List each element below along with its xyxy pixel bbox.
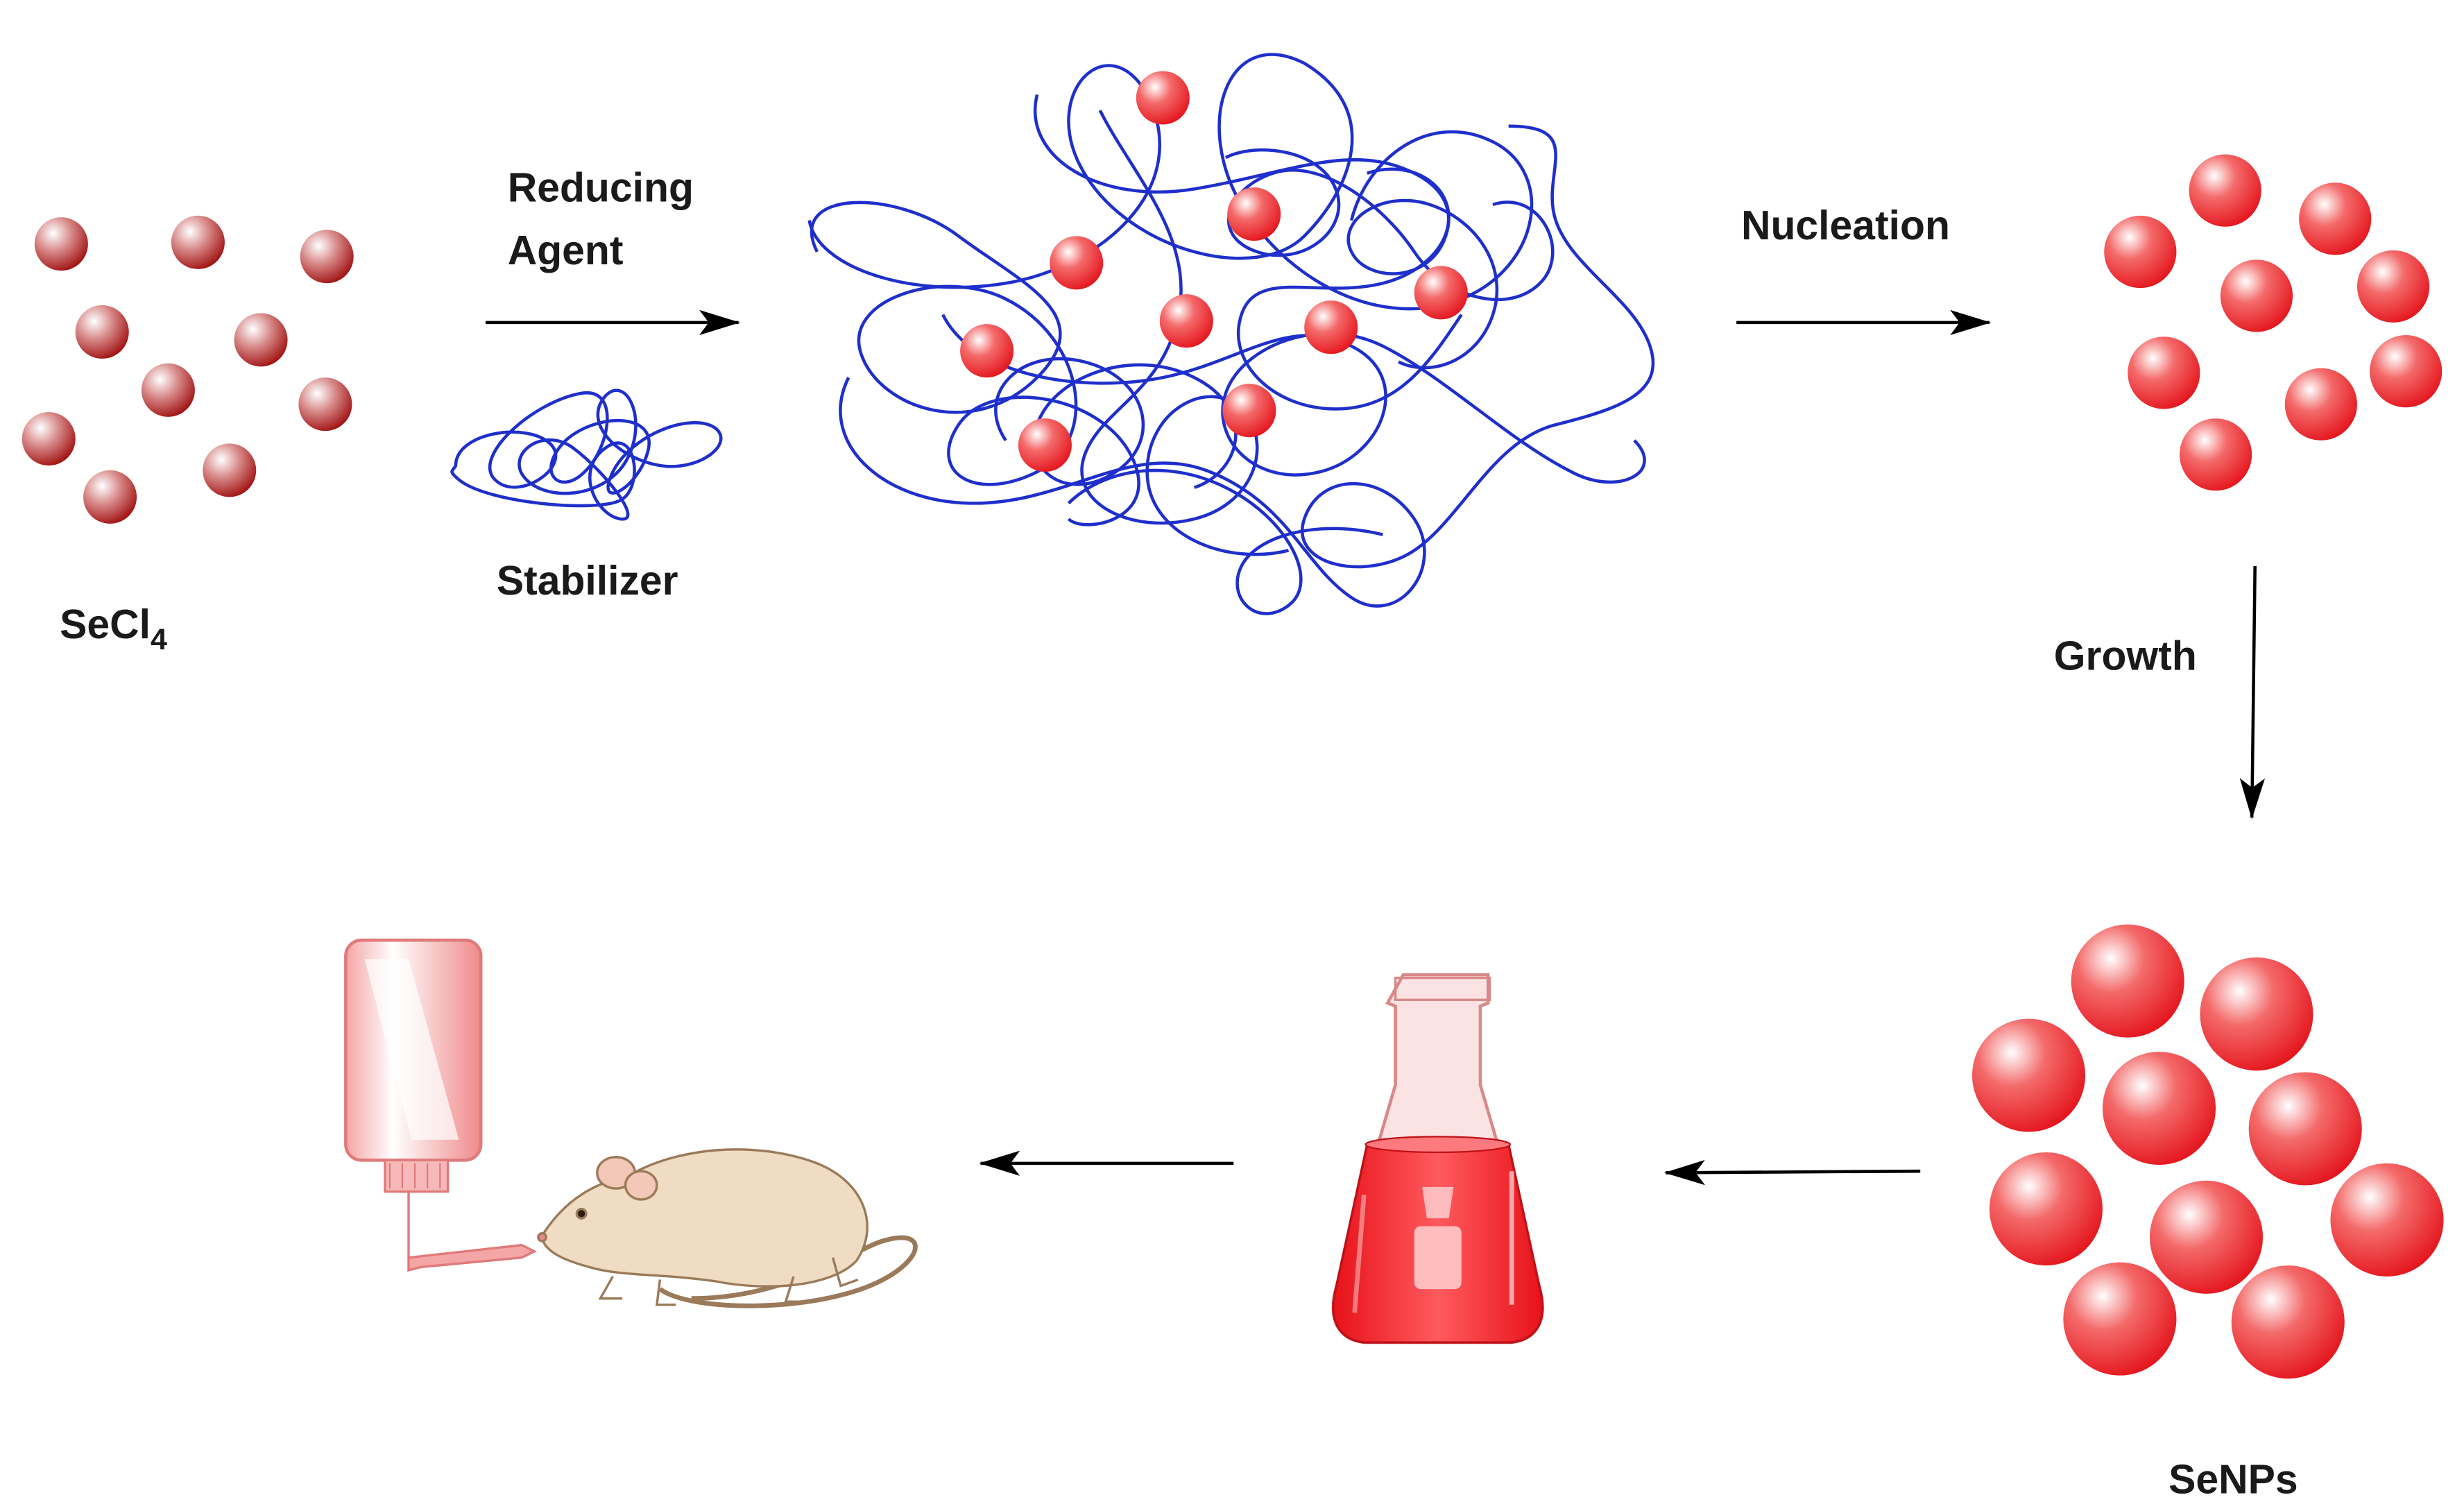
- senp-particle: [2330, 1163, 2444, 1277]
- nucleating-particle: [1018, 418, 1072, 472]
- nucleus-particle: [2284, 368, 2357, 441]
- precursor-particle: [171, 215, 225, 269]
- senp-particle: [2071, 924, 2184, 1038]
- arrow-down-icon: [2239, 566, 2266, 819]
- nucleating-particle: [1304, 300, 1358, 355]
- stabilizer-label: Stabilizer: [497, 558, 678, 604]
- precursor-particle: [298, 377, 352, 432]
- nucleating-particle: [1414, 266, 1468, 320]
- erlenmeyer-flask-icon: [1331, 973, 1544, 1344]
- senp-particle: [1989, 1152, 2103, 1266]
- reducing-agent-label-line1: Reducing: [508, 165, 694, 210]
- senp-particle: [1971, 1018, 2086, 1132]
- nucleating-particle: [1136, 71, 1190, 125]
- senp-particle: [2102, 1052, 2216, 1166]
- precursor-particle: [234, 313, 288, 367]
- water-bottle-icon: [344, 938, 538, 1272]
- senp-particle: [2063, 1262, 2177, 1376]
- precursor-particle: [22, 412, 76, 466]
- precursor-particles: [22, 215, 354, 524]
- precursor-label: SeCl4: [60, 602, 167, 656]
- product-label: SeNPs: [2168, 1458, 2298, 1503]
- nucleus-particle: [2299, 182, 2372, 255]
- growth-label: Growth: [2054, 634, 2197, 679]
- precursor-particle: [75, 305, 129, 359]
- precursor-particle: [34, 217, 88, 271]
- nucleation-label: Nucleation: [1741, 203, 1950, 248]
- reducing-agent-label-line2: Agent: [508, 228, 624, 273]
- nucleus-particle: [2104, 215, 2177, 289]
- senp-particle: [2200, 957, 2313, 1071]
- nucleus-particle: [2356, 250, 2430, 323]
- precursor-particle: [83, 470, 137, 524]
- nucleated-particles: [2104, 154, 2442, 491]
- nucleus-particle: [2189, 154, 2261, 227]
- stabilizer-network: [807, 53, 1655, 615]
- precursor-particle: [300, 230, 354, 284]
- nucleating-particles: [960, 71, 1468, 472]
- nucleus-particle: [2128, 336, 2200, 409]
- senps-cluster: [1971, 924, 2444, 1379]
- precursor-particle: [203, 443, 257, 497]
- nucleating-particle: [960, 324, 1014, 378]
- stabilizer-polymer: [450, 389, 723, 521]
- precursor-particle: [141, 363, 195, 417]
- nucleus-particle: [2179, 418, 2252, 491]
- arrow-left-icon: [1663, 1159, 1921, 1186]
- senp-particle: [2248, 1072, 2362, 1186]
- nucleating-particle: [1159, 294, 1213, 348]
- senp-particle: [2231, 1265, 2345, 1379]
- nucleating-particle: [1227, 187, 1281, 241]
- nucleating-particle: [1222, 384, 1276, 438]
- nucleus-particle: [2220, 259, 2293, 332]
- rat-icon: [537, 1148, 918, 1308]
- nucleating-particle: [1050, 236, 1104, 290]
- nucleus-particle: [2370, 335, 2442, 408]
- senp-particle: [2149, 1180, 2264, 1294]
